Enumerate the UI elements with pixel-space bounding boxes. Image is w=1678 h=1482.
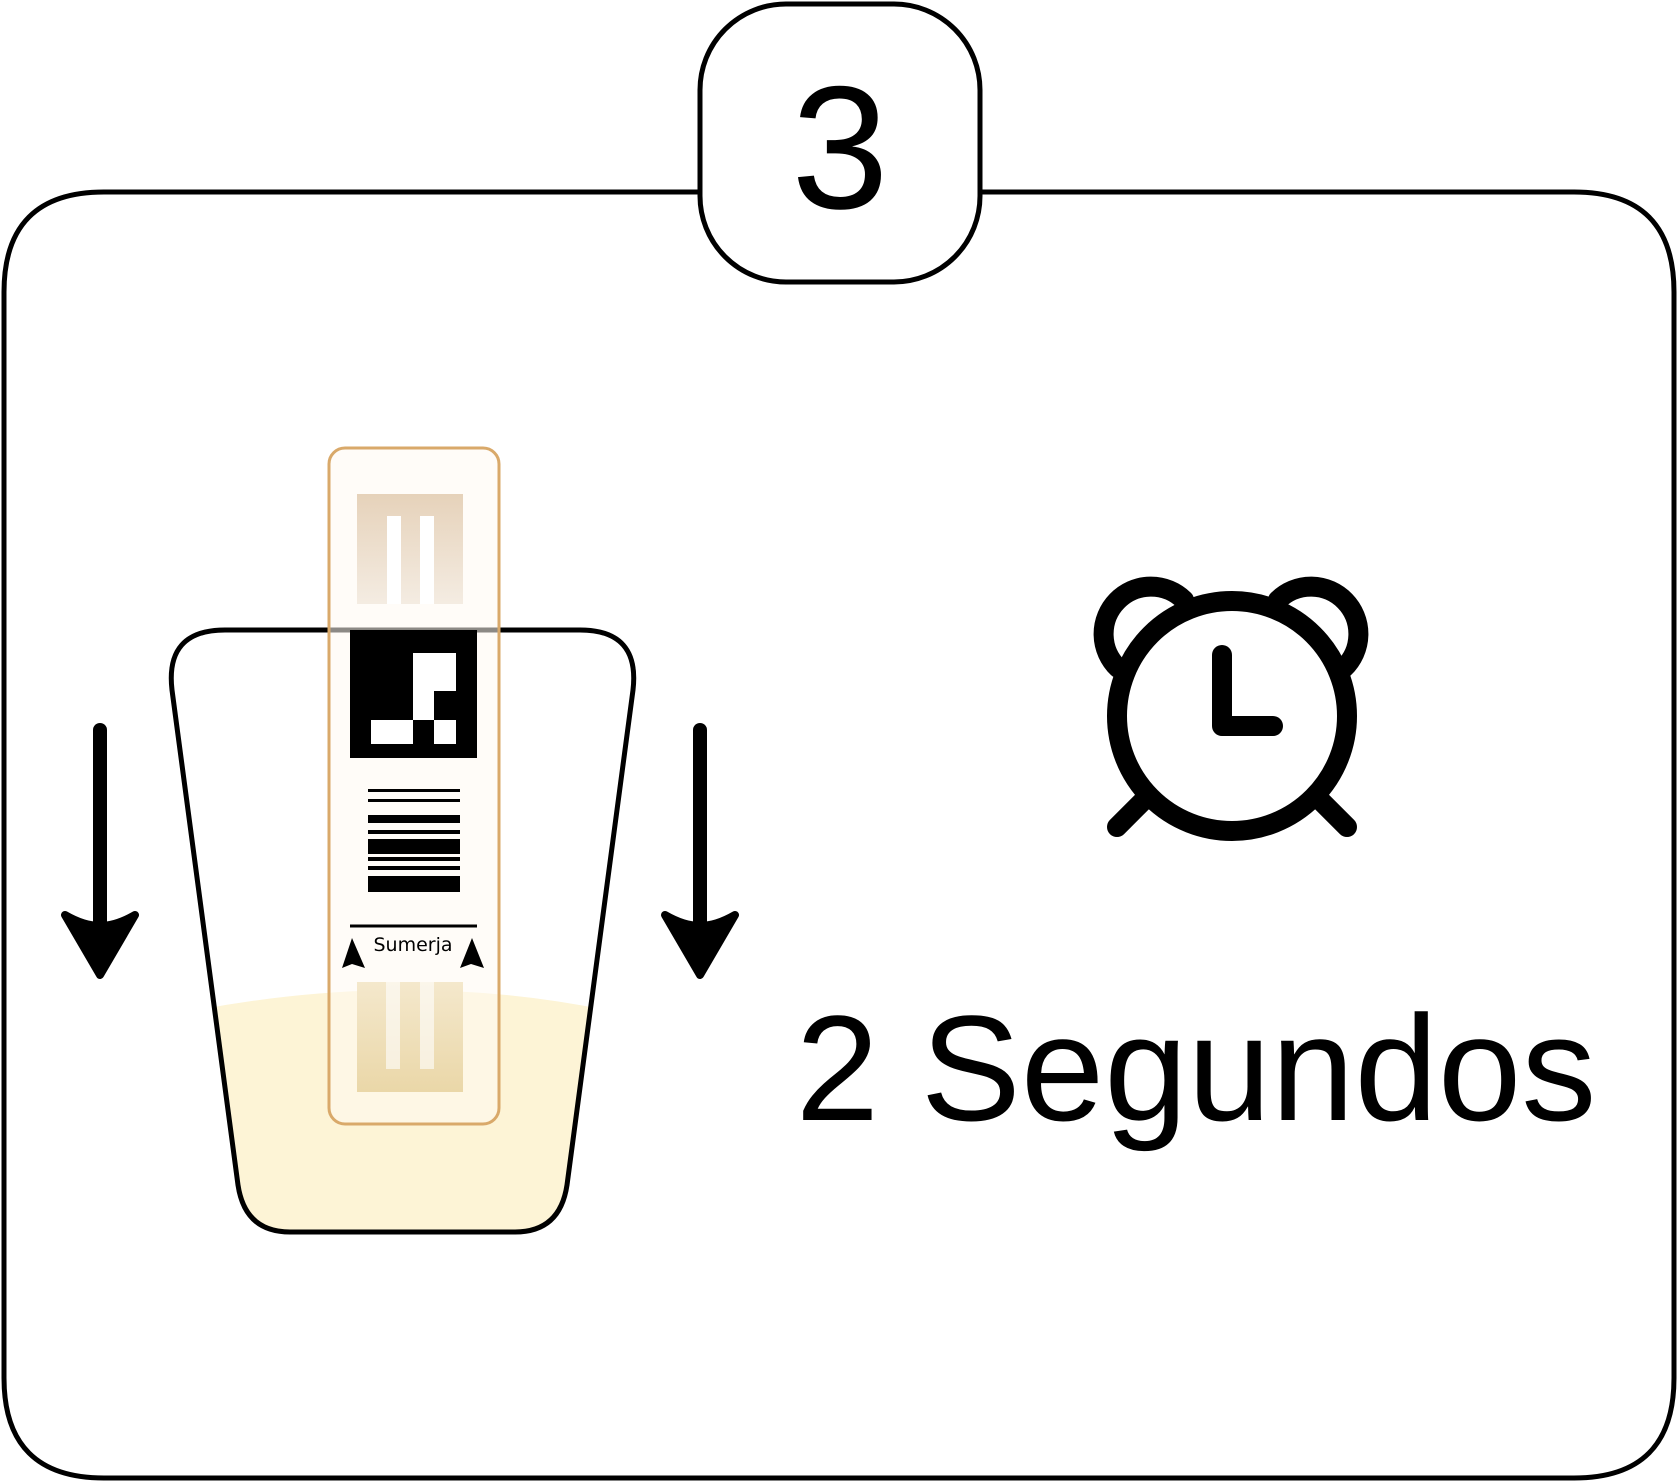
dip-label: Sumerja (373, 934, 452, 956)
qr-code (350, 630, 477, 758)
down-arrow-icon (661, 723, 739, 979)
duration-label: 2 Segundos (796, 984, 1597, 1152)
strip-top-pad (357, 494, 463, 604)
test-strip: Sumerja (327, 446, 501, 1126)
step-number: 3 (791, 51, 888, 246)
strip-bottom-pad (357, 982, 463, 1092)
card-frame (1, 189, 1677, 1481)
step-badge: 3 (697, 1, 983, 285)
up-arrowhead-icon (460, 938, 484, 968)
barcode (368, 789, 460, 892)
up-arrowhead-icon (342, 938, 365, 968)
alarm-clock-icon (1093, 576, 1369, 841)
down-arrow-icon (61, 723, 139, 979)
